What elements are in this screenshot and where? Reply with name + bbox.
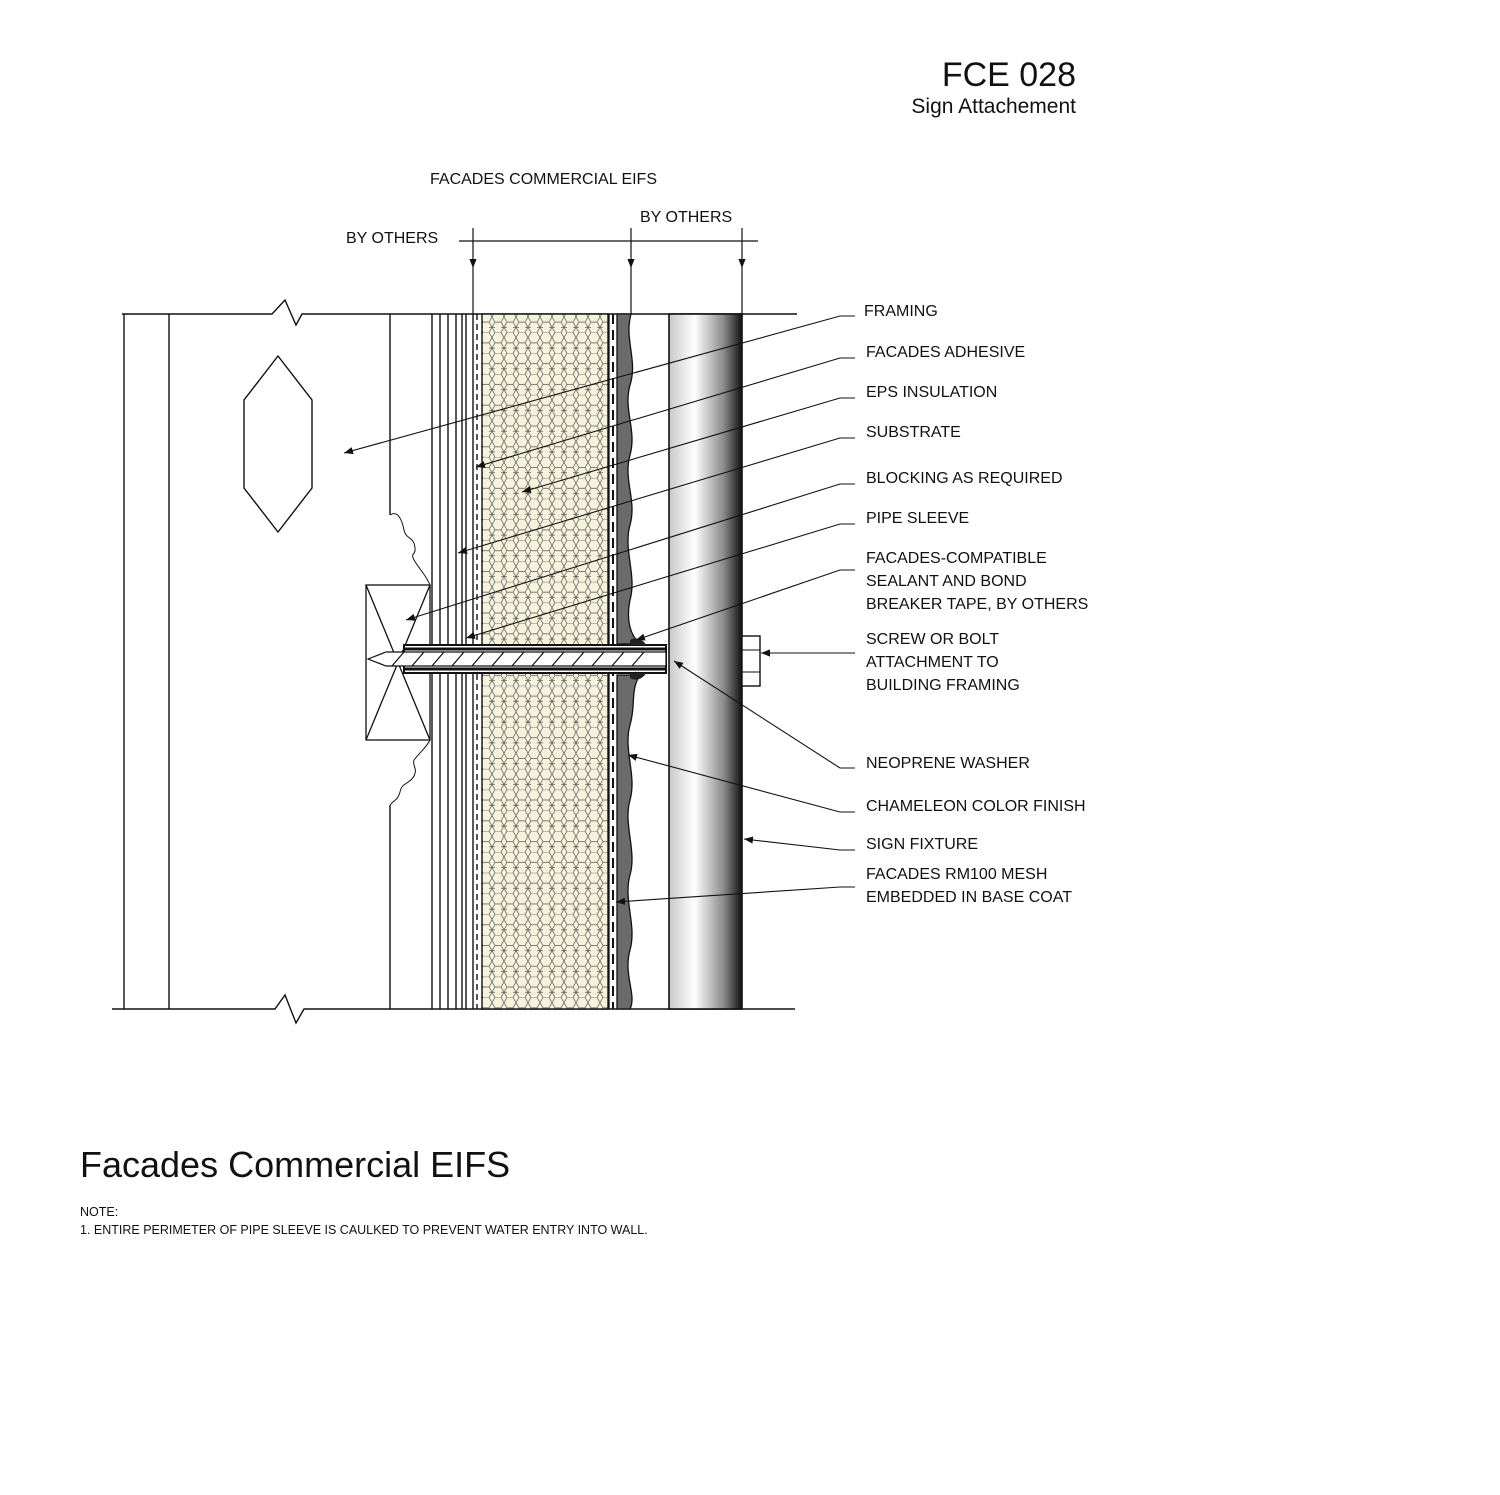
callout-substrate: SUBSTRATE — [866, 424, 961, 441]
leader-framing — [343, 315, 855, 455]
chameleon-finish — [616, 313, 642, 645]
break-line-top — [122, 298, 797, 327]
bolt-nut — [741, 635, 761, 687]
leader-neoprene — [673, 660, 855, 769]
footer-title: Facades Commercial EIFS — [80, 1144, 511, 1185]
leader-mesh — [615, 886, 855, 905]
leader-adhesive — [475, 357, 855, 468]
callout-sealant: FACADES-COMPATIBLE SEALANT AND BOND BREA… — [866, 550, 1089, 613]
leader-eps — [521, 397, 855, 493]
dimension-label-by-others-right: BY OTHERS — [640, 209, 733, 226]
leader-sealant — [635, 569, 855, 641]
sign-fixture — [668, 313, 743, 1010]
detail-subtitle: Sign Attachement — [911, 95, 1076, 118]
leader-sign-fixture — [743, 836, 855, 851]
note-item-1: 1. ENTIRE PERIMETER OF PIPE SLEEVE IS CA… — [80, 1223, 648, 1237]
eps-insulation-upper — [481, 313, 609, 646]
torn-edge — [389, 739, 431, 806]
eps-insulation-lower — [481, 672, 609, 1010]
dimension-label-by-others-left: BY OTHERS — [346, 230, 439, 247]
leader-finish — [627, 753, 855, 813]
note-heading: NOTE: — [80, 1205, 119, 1219]
leader-pipe-sleeve — [465, 523, 855, 639]
callout-framing: FRAMING — [864, 303, 938, 320]
leader-blocking — [405, 483, 855, 621]
callout-neoprene-washer: NEOPRENE WASHER — [866, 755, 1030, 772]
callout-eps-insulation: EPS INSULATION — [866, 384, 998, 401]
framing-knockout — [243, 354, 313, 534]
chameleon-finish — [616, 674, 642, 1010]
dimension-label-eifs: FACADES COMMERCIAL EIFS — [430, 171, 657, 188]
callout-pipe-sleeve: PIPE SLEEVE — [866, 510, 970, 527]
sealant-bead — [630, 638, 646, 645]
callout-facades-adhesive: FACADES ADHESIVE — [866, 344, 1026, 361]
callout-rm100-mesh: FACADES RM100 MESH EMBEDDED IN BASE COAT — [866, 866, 1072, 906]
break-line-bottom — [112, 993, 795, 1025]
callout-chameleon-finish: CHAMELEON COLOR FINISH — [866, 798, 1086, 815]
callout-blocking: BLOCKING AS REQUIRED — [866, 470, 1063, 487]
callout-screw-or-bolt: SCREW OR BOLT ATTACHMENT TO BUILDING FRA… — [866, 631, 1020, 694]
detail-code: FCE 028 — [941, 56, 1076, 94]
leader-substrate — [457, 437, 855, 554]
callout-sign-fixture: SIGN FIXTURE — [866, 836, 979, 853]
torn-edge — [389, 513, 431, 586]
screw — [366, 651, 667, 667]
sealant-bead — [630, 673, 646, 680]
